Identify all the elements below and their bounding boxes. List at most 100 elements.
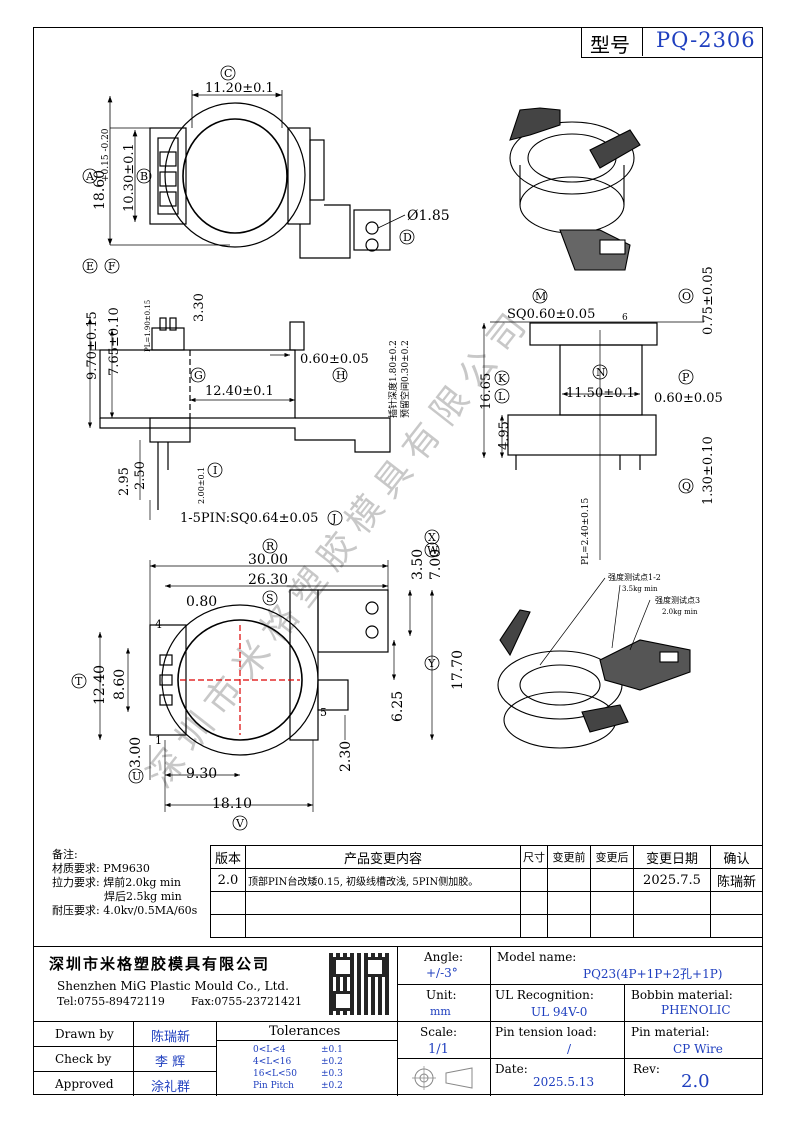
dim-295: 2.95 xyxy=(117,467,132,496)
model-header: 型号 PQ-2306 xyxy=(581,27,763,58)
projection-cell xyxy=(398,1059,491,1096)
dim-930: 9.30 xyxy=(186,766,217,782)
revision-table: 版本 产品变更内容 尺寸 变更前 变更后 变更日期 确认 2.0 顶部PIN台改… xyxy=(210,845,763,938)
company-name-en: Shenzhen MiG Plastic Mould Co., Ltd. xyxy=(57,979,289,993)
dim-K: 16.65 xyxy=(479,373,494,410)
dim-P: 0.60±0.05 xyxy=(654,391,723,406)
svg-text:O: O xyxy=(682,290,691,303)
angle-cell: Angle: +/-3° xyxy=(398,947,491,985)
drawn-label: Drawn by xyxy=(55,1027,114,1041)
pin-material-value: CP Wire xyxy=(673,1042,723,1056)
svg-text:D: D xyxy=(403,231,412,244)
unit-value: mm xyxy=(430,1005,451,1018)
notes-title: 备注: xyxy=(52,848,78,861)
dim-D: Ø1.85 xyxy=(407,208,450,224)
rev-header-size: 尺寸 xyxy=(520,845,548,869)
angle-value: +/-3° xyxy=(426,966,458,980)
dim-C: 11.20±0.1 xyxy=(205,81,274,96)
approved-label: Approved xyxy=(55,1077,114,1091)
approved-value: 涂礼群 xyxy=(151,1080,191,1095)
tolerance-cell: Tolerances 0<L<4 4<L<16 16<L<50 Pin Pitc… xyxy=(217,1022,398,1096)
ul-label: UL Recognition: xyxy=(495,988,594,1002)
dim-O: 0.75±0.05 xyxy=(701,266,716,335)
tol-range-1: 4<L<16 xyxy=(253,1057,292,1067)
rev-cell: 顶部PIN台改矮0.15, 初级线槽改浅, 5PIN侧加胶。 xyxy=(245,868,521,892)
date-cell: Date: 2025.5.13 xyxy=(491,1059,625,1096)
rev-cell: 2025.7.5 xyxy=(633,868,711,892)
svg-text:U: U xyxy=(132,770,141,783)
model-name-cell: Model name: PQ23(4P+1P+2孔+1P) xyxy=(491,947,763,985)
rev-label: Rev: xyxy=(633,1062,660,1076)
notes: 备注: 材质要求: PM9630 拉力要求: 焊前2.0kg min 焊后2.5… xyxy=(52,848,197,918)
svg-text:R: R xyxy=(266,540,275,553)
svg-text:G: G xyxy=(194,369,203,382)
tol-val-0: ±0.1 xyxy=(321,1045,343,1055)
side-view xyxy=(87,317,391,520)
tol-val-2: ±0.3 xyxy=(321,1069,343,1079)
check-label: Check by xyxy=(55,1052,112,1066)
pin-1: 1 xyxy=(155,734,162,747)
company-name-cn: 深圳市米格塑胶模具有限公司 xyxy=(49,955,271,973)
callouts-top: C A B D xyxy=(82,65,415,245)
pin-5: 5 xyxy=(320,706,327,719)
unit-cell: Unit: mm xyxy=(398,985,491,1022)
svg-text:T: T xyxy=(75,675,83,688)
dim-I: 2.00±0.1 xyxy=(197,467,206,504)
tol-range-0: 0<L<4 xyxy=(253,1045,286,1055)
dim-B: 10.30±0.1 xyxy=(122,143,137,212)
svg-text:Q: Q xyxy=(682,480,691,493)
company-cell: 深圳市米格塑胶模具有限公司 Shenzhen MiG Plastic Mould… xyxy=(33,947,398,1022)
unit-label: Unit: xyxy=(426,988,457,1002)
dim-L: 4.95 xyxy=(497,421,512,450)
rev-cell-block: Rev: 2.0 xyxy=(625,1059,763,1096)
svg-text:M: M xyxy=(535,290,546,303)
dim-F: 7.65±0.10 xyxy=(107,307,122,376)
dim-080: 0.80 xyxy=(186,594,217,610)
technical-drawing: 深圳市米格塑胶模具有限公司 11.20±0.1 +0.15 -0.20 18.6… xyxy=(71,65,723,831)
rev-cell xyxy=(520,868,548,892)
rev-header-date: 变更日期 xyxy=(633,845,711,869)
angle-label: Angle: xyxy=(424,950,464,964)
bobbin-value: PHENOLIC xyxy=(661,1003,731,1017)
dim-S: 26.30 xyxy=(248,572,288,588)
dim-230: 2.30 xyxy=(338,741,354,772)
tolerance-title: Tolerances xyxy=(269,1024,341,1039)
svg-text:I: I xyxy=(213,464,217,477)
model-header-value: PQ-2306 xyxy=(656,28,756,52)
ul-value: UL 94V-0 xyxy=(531,1005,588,1019)
dim-J: 1-5PIN:SQ0.64±0.05 xyxy=(180,511,318,526)
svg-text:S: S xyxy=(266,592,274,605)
scale-value: 1/1 xyxy=(428,1042,449,1057)
qr-code-icon xyxy=(329,953,389,1015)
dim-V: 18.10 xyxy=(212,796,252,812)
dim-reserve: 预留空间0.30±0.2 xyxy=(399,340,411,418)
drawn-value: 陈瑞新 xyxy=(151,1030,191,1045)
test-point-3-value: 2.0kg min xyxy=(662,608,698,616)
dim-Y: 17.70 xyxy=(450,650,466,690)
svg-text:X: X xyxy=(428,531,436,544)
company-fax: Fax:0755-23721421 xyxy=(191,995,303,1008)
dim-N: 11.50±0.1 xyxy=(566,386,635,401)
drawing-frame xyxy=(33,27,763,1095)
table-row xyxy=(210,914,763,938)
date-label: Date: xyxy=(495,1062,528,1076)
dim-X: 3.50 xyxy=(410,549,426,580)
tol-range-3: Pin Pitch xyxy=(253,1081,294,1091)
dim-Q: 1.30±0.10 xyxy=(701,436,716,505)
rev-cell: 2.0 xyxy=(210,868,246,892)
svg-text:F: F xyxy=(108,260,116,273)
svg-text:N: N xyxy=(596,366,606,379)
svg-text:P: P xyxy=(682,371,690,384)
dim-pin-depth: 插针深度1.80±0.2 xyxy=(387,340,399,418)
ul-cell: UL Recognition: UL 94V-0 xyxy=(491,985,625,1022)
model-name-label: Model name: xyxy=(497,950,577,964)
dim-250: 2.50 xyxy=(133,461,148,490)
dim-U: 3.00 xyxy=(128,737,144,768)
rev-header-version: 版本 xyxy=(210,845,246,869)
pin-material-label: Pin material: xyxy=(631,1025,710,1039)
pin-4: 4 xyxy=(155,618,162,631)
tension-label: Pin tension load: xyxy=(495,1025,597,1039)
front-view xyxy=(481,321,704,560)
notes-voltage: 耐压要求: 4.0kv/0.5MA/60s xyxy=(52,904,198,917)
model-name-value: PQ23(4P+1P+2孔+1P) xyxy=(583,967,723,981)
